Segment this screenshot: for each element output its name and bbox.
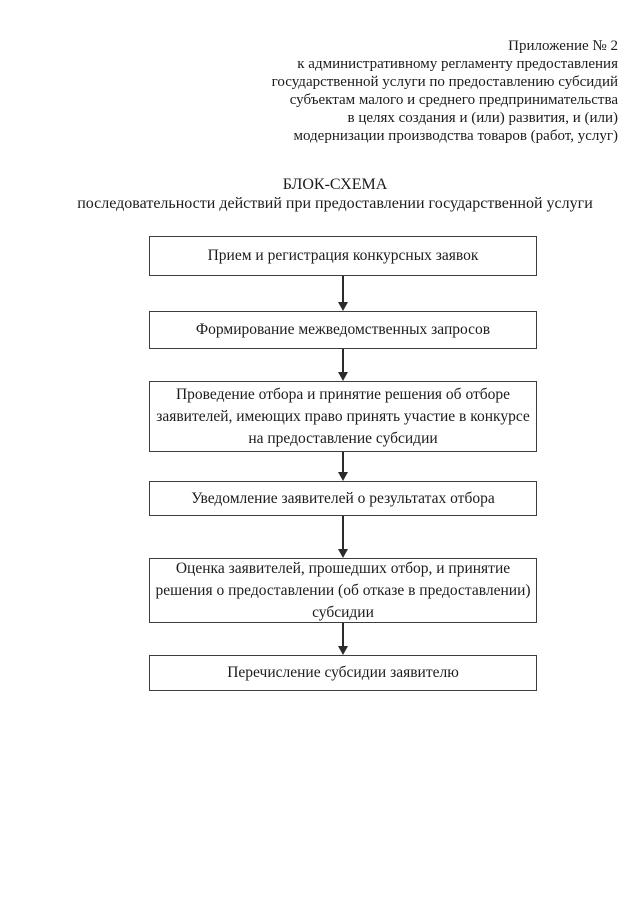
arrow-down-icon [338,276,348,311]
appendix-header-line: модернизации производства товаров (работ… [293,128,618,144]
flow-step-6: Перечисление субсидии заявителю [149,655,537,691]
arrow-down-icon [338,349,348,381]
flow-step-1: Прием и регистрация конкурсных заявок [149,236,537,276]
arrow-shaft [342,349,344,372]
arrow-head [338,372,348,381]
flow-step-1-text: Прием и регистрация конкурсных заявок [207,247,479,264]
arrow-head [338,549,348,558]
arrow-shaft [342,623,344,646]
page-subtitle: последовательности действий при предоста… [77,195,593,212]
flow-step-2: Формирование межведомственных запросов [149,311,537,349]
arrow-head [338,472,348,481]
flow-step-3: Проведение отбора и принятие решения об … [149,381,537,452]
page-title: БЛОК-СХЕМА [282,176,388,193]
flow-step-5-text: Оценка заявителей, прошедших отбор, и пр… [175,559,511,577]
flow-step-4: Уведомление заявителей о результатах отб… [149,481,537,516]
flow-step-4-text: Уведомление заявителей о результатах отб… [191,489,495,507]
appendix-header: Приложение № 2 к административному регла… [200,37,618,145]
flow-step-3-text: заявителей, имеющих право принять участи… [156,407,530,425]
arrow-shaft [342,276,344,302]
flow-step-5-text: субсидии [312,603,374,621]
appendix-header-line: государственной услуги по предоставлению… [271,74,618,90]
appendix-header-line: Приложение № 2 [508,38,618,54]
arrow-down-icon [338,623,348,655]
appendix-header-line: к административному регламенту предостав… [297,56,618,72]
flow-step-2-text: Формирование межведомственных запросов [195,321,491,338]
flow-step-3-text: на предоставление субсидии [248,429,438,447]
flow-step-6-text: Перечисление субсидии заявителю [227,664,459,681]
arrow-head [338,302,348,311]
arrow-head [338,646,348,655]
appendix-header-line: субъектам малого и среднего предпринимат… [289,92,618,108]
flow-step-5-text: решения о предоставлении (об отказе в пр… [155,581,531,599]
flow-step-5: Оценка заявителей, прошедших отбор, и пр… [149,558,537,623]
flow-step-3-text: Проведение отбора и принятие решения об … [175,385,511,403]
arrow-shaft [342,452,344,472]
appendix-header-line: в целях создания и (или) развития, и (ил… [347,110,619,126]
arrow-down-icon [338,516,348,558]
arrow-down-icon [338,452,348,481]
arrow-shaft [342,516,344,549]
document-title-block: БЛОК-СХЕМА последовательности действий п… [30,175,640,213]
